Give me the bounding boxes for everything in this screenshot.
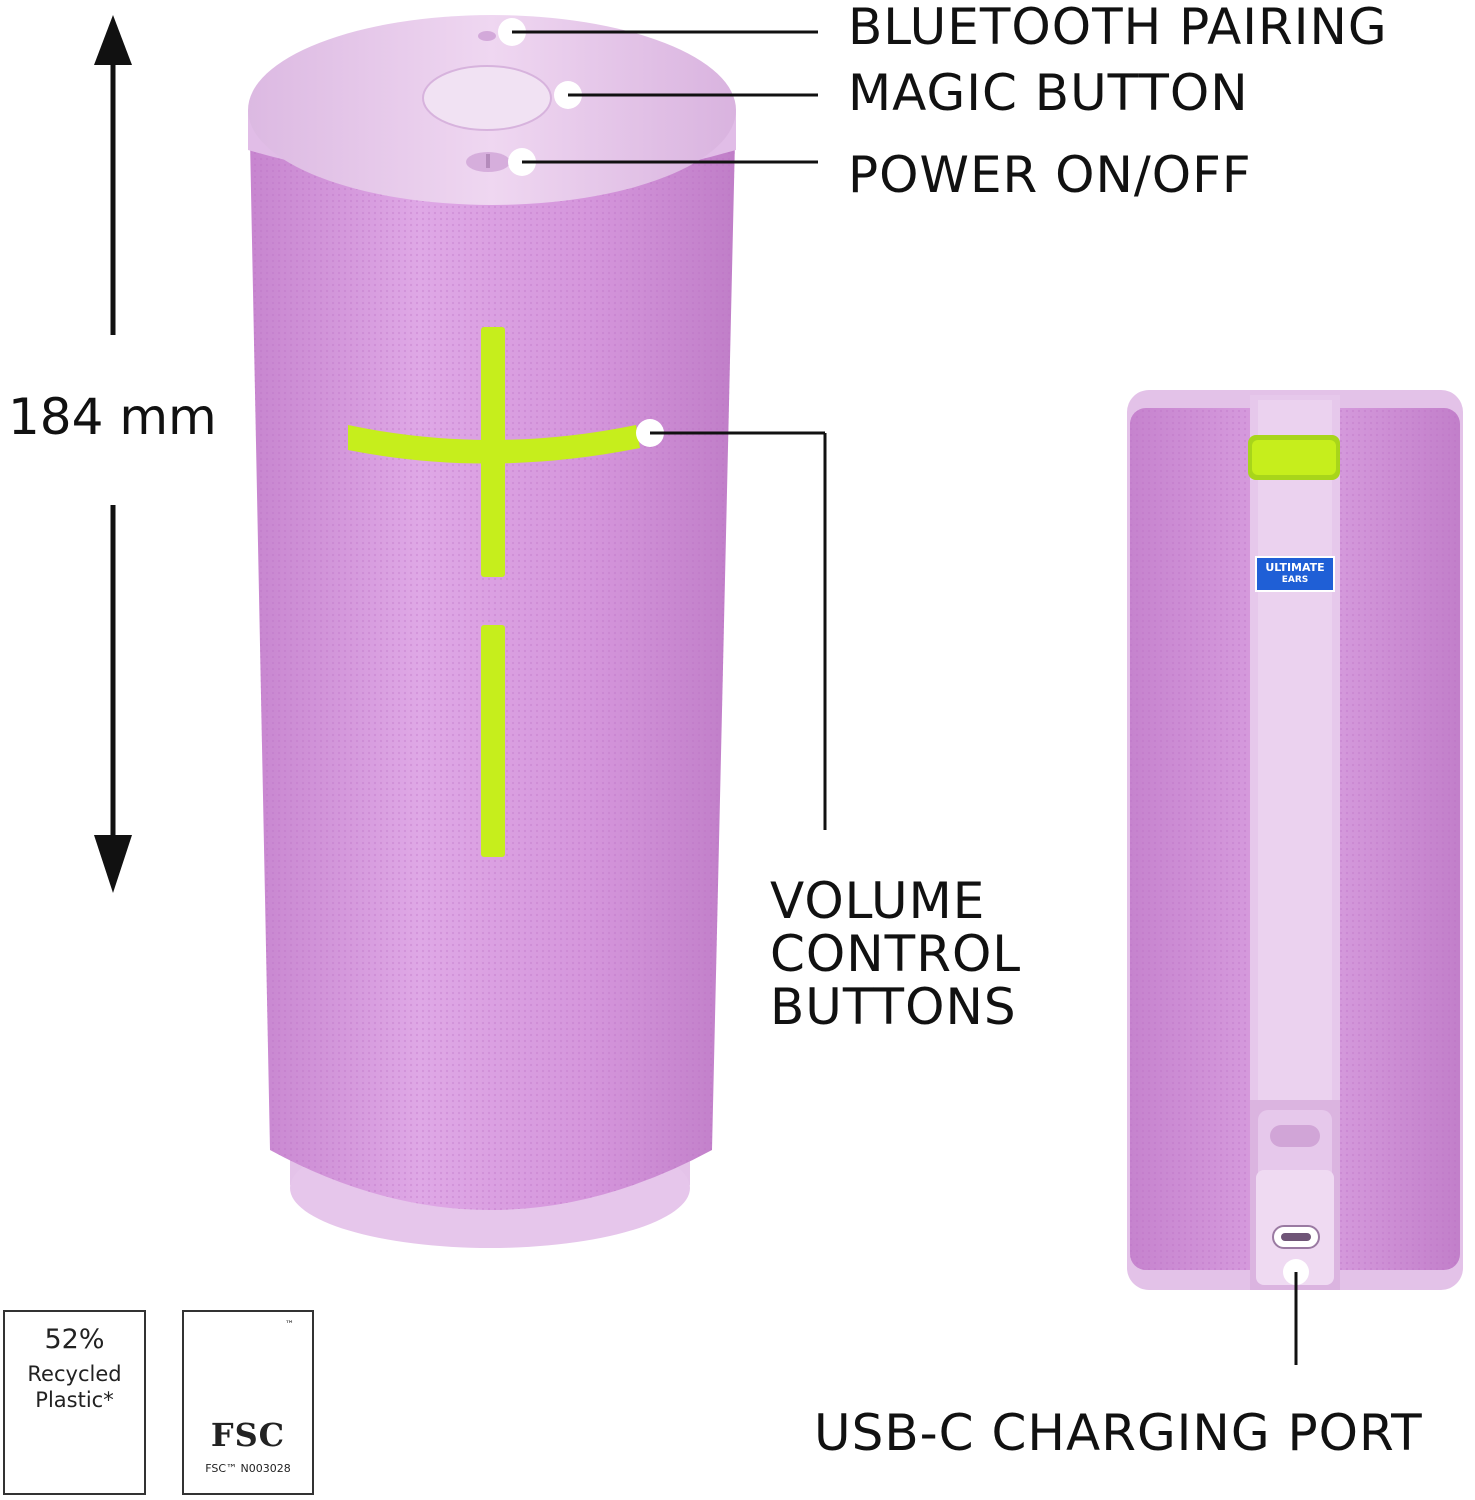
fsc-tm: ™ <box>285 1320 294 1330</box>
recycled-line1: Recycled <box>27 1362 122 1386</box>
usb-c-label: USB-C CHARGING PORT <box>814 1404 1423 1462</box>
recycled-plastic-badge: 52% Recycled Plastic* <box>3 1310 146 1495</box>
power-label: POWER ON/OFF <box>848 146 1252 204</box>
brand-badge: ULTIMATE EARS <box>1255 556 1335 592</box>
bluetooth-pairing-label: BLUETOOTH PAIRING <box>848 0 1388 56</box>
magic-button-label: MAGIC BUTTON <box>848 64 1249 122</box>
up-down-arrow-icon <box>94 15 132 893</box>
volume-label-line2: CONTROL <box>770 925 1022 983</box>
main-speaker <box>248 15 736 1248</box>
brand-line2: EARS <box>1281 575 1309 585</box>
recycled-percent: 52% <box>44 1324 105 1355</box>
callout-lines <box>498 18 827 830</box>
volume-label-line3: BUTTONS <box>770 978 1017 1036</box>
height-dimension-label: 184 mm <box>8 388 217 446</box>
fsc-badge: ™ FSC FSC™ N003028 <box>182 1310 314 1495</box>
volume-label-line1: VOLUME <box>770 872 986 930</box>
brand-line1: ULTIMATE <box>1265 561 1325 574</box>
recycled-line2: Plastic* <box>35 1388 114 1412</box>
usb-callout-line <box>1283 1259 1309 1365</box>
back-speaker <box>1127 390 1463 1290</box>
fsc-code: FSC™ N003028 <box>205 1462 291 1475</box>
usb-c-port-icon <box>1272 1225 1320 1249</box>
fsc-mark: FSC <box>210 1416 286 1454</box>
